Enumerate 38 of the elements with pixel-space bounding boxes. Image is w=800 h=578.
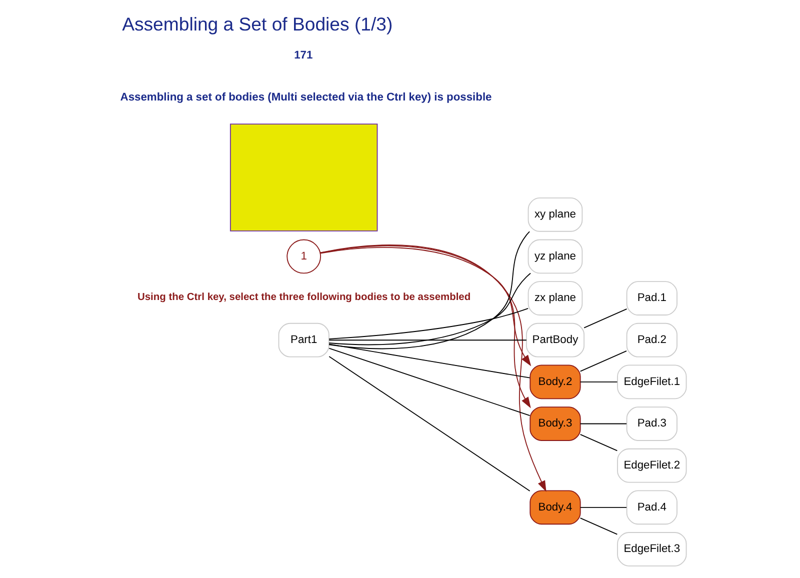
connector	[328, 348, 530, 416]
arrow	[319, 245, 530, 408]
connector	[328, 308, 528, 340]
node-box: zx plane	[527, 281, 582, 316]
connector	[579, 423, 626, 424]
node-circle: 1	[286, 239, 321, 274]
node-box: Pad.1	[626, 281, 677, 316]
arrow	[319, 244, 546, 492]
node-box: Pad.3	[626, 406, 677, 441]
node-box: Pad.4	[626, 490, 677, 525]
node-box: Pad.2	[626, 322, 677, 358]
node-box: Body.2	[529, 364, 580, 400]
node-box: yz plane	[527, 239, 582, 274]
node-box: xy plane	[527, 197, 582, 232]
node-box: Body.4	[529, 490, 580, 525]
node-box: Part1	[278, 322, 329, 358]
label: 171	[294, 50, 312, 62]
connector	[579, 381, 618, 382]
connector	[579, 518, 618, 535]
diagram-title: Assembling a Set of Bodies (1/3)	[122, 14, 392, 35]
connector	[328, 344, 530, 378]
node-box: Body.3	[529, 406, 580, 441]
connector	[328, 231, 530, 350]
arrow	[319, 246, 531, 366]
node-box	[229, 124, 378, 232]
node-box: EdgeFilet.2	[616, 448, 686, 483]
node-label: Using the Ctrl key, select the three following bodies to be assembled	[136, 292, 470, 303]
connector	[328, 272, 530, 346]
connector	[579, 506, 626, 508]
label: Assembling a set of bodies (Multi selected via the Ctrl key) is possible	[120, 91, 492, 104]
connector	[579, 350, 626, 372]
connector	[328, 340, 526, 341]
connector	[579, 434, 618, 452]
connector	[328, 356, 530, 492]
node-box: EdgeFilet.1	[616, 364, 686, 400]
node-box: PartBody	[525, 322, 584, 358]
node-box: EdgeFilet.3	[616, 532, 686, 566]
connector	[583, 308, 627, 328]
